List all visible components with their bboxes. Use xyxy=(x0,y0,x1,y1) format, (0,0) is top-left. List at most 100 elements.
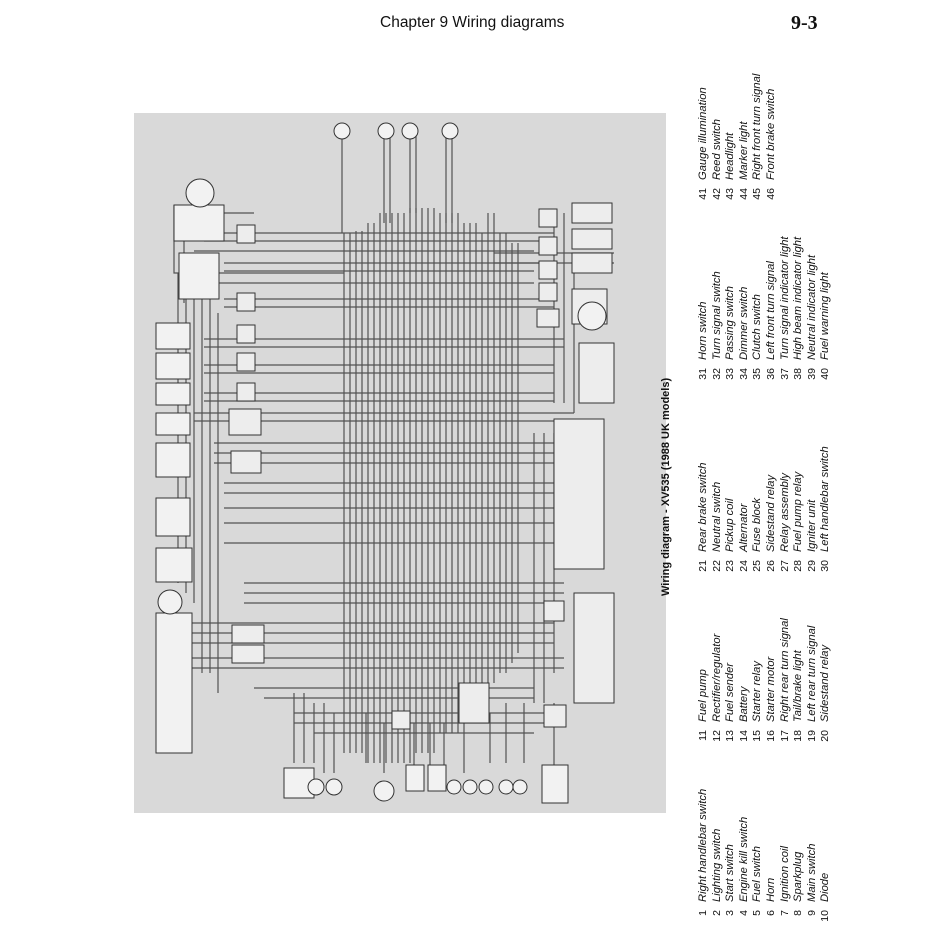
legend-item-label: Diode xyxy=(819,872,832,902)
legend-item-number: 12 xyxy=(710,730,723,742)
legend-item: 22 Neutral switch xyxy=(711,446,725,580)
legend-item: 29 Igniter unit xyxy=(806,446,820,580)
legend-item-label: Left front turn signal xyxy=(764,261,777,360)
legend-item-label: Horn switch xyxy=(697,301,709,360)
legend-item-number: 27 xyxy=(778,560,791,572)
legend-item-label: Turn signal indicator light xyxy=(778,236,791,360)
legend-item-number: 37 xyxy=(778,368,791,380)
legend-item: 25 Fuse block xyxy=(751,446,765,580)
legend-item: 11 Fuel pump xyxy=(697,618,711,750)
legend-item-number: 11 xyxy=(697,730,709,741)
legend-item-number: 3 xyxy=(724,910,737,916)
legend-item-number: 31 xyxy=(697,368,709,380)
page-number: 9-3 xyxy=(791,12,818,34)
legend-item: 43 Headlight xyxy=(724,74,738,208)
legend-item-number: 45 xyxy=(751,188,764,200)
legend-item-label: Neutral switch xyxy=(710,481,723,552)
legend-item-number: 42 xyxy=(710,188,723,200)
legend-item-label: Fuel pump xyxy=(697,669,709,722)
legend-item: 3 Start switch xyxy=(724,789,738,930)
legend-item-number: 40 xyxy=(819,368,832,380)
legend-item-label: Headlight xyxy=(724,132,737,180)
legend-item-number: 4 xyxy=(737,910,750,916)
legend-item-number: 41 xyxy=(697,188,709,200)
legend-item-number: 36 xyxy=(764,368,777,380)
legend-item-label: Right front turn signal xyxy=(751,73,764,180)
legend-item-number: 17 xyxy=(778,730,791,742)
legend-item: 45 Right front turn signal xyxy=(751,74,765,208)
legend-item-number: 43 xyxy=(724,188,737,200)
legend-item-number: 39 xyxy=(805,368,818,380)
legend-item-number: 18 xyxy=(792,730,805,742)
legend-item-label: Sparkplug xyxy=(792,851,805,902)
legend-item-label: Sidestand relay xyxy=(764,474,777,552)
legend-item-number: 44 xyxy=(737,188,750,200)
legend-item-number: 38 xyxy=(792,368,805,380)
legend-item: 16 Starter motor xyxy=(765,618,779,750)
legend-item-label: Tail/brake light xyxy=(792,650,805,722)
legend-item: 20 Sidestand relay xyxy=(819,618,833,750)
legend-item-label: Fuel switch xyxy=(751,846,764,902)
legend-item-number: 16 xyxy=(764,730,777,742)
legend-item-label: Igniter unit xyxy=(805,499,818,552)
legend-item-number: 19 xyxy=(805,730,818,742)
legend-item-label: Fuse block xyxy=(751,497,764,552)
legend-item-number: 23 xyxy=(724,560,737,572)
legend-item: 37 Turn signal indicator light xyxy=(779,236,793,388)
legend-item-label: Sidestand relay xyxy=(819,644,832,722)
legend-item-label: Fuel pump relay xyxy=(792,471,805,552)
legend-item: 41 Gauge illumination xyxy=(697,74,711,208)
legend-item-number: 35 xyxy=(751,368,764,380)
legend-item-number: 29 xyxy=(805,560,818,572)
legend-item-label: Reed switch xyxy=(710,119,723,180)
legend-item-label: Main switch xyxy=(805,843,818,902)
legend-item-label: Left handlebar switch xyxy=(819,446,832,552)
legend-item-label: Fuel warning light xyxy=(819,272,832,360)
legend-item-label: Right rear turn signal xyxy=(778,618,791,722)
legend-item-number: 25 xyxy=(751,560,764,572)
legend-item-number: 33 xyxy=(724,368,737,380)
legend-item: 36 Left front turn signal xyxy=(765,236,779,388)
legend-item-number: 13 xyxy=(724,730,737,742)
legend-item-number: 46 xyxy=(764,188,777,200)
legend-item-label: Lighting switch xyxy=(710,828,723,902)
legend-item-number: 9 xyxy=(805,910,818,916)
legend-item-label: Dimmer switch xyxy=(737,286,750,360)
legend-item-label: Fuel sender xyxy=(724,662,737,722)
legend-item-number: 2 xyxy=(710,910,723,916)
legend-item-label: Front brake switch xyxy=(764,88,777,180)
legend-item: 31 Horn switch xyxy=(697,236,711,388)
legend-item-number: 30 xyxy=(819,560,832,572)
legend-item-number: 20 xyxy=(819,730,832,742)
legend-item-label: Start switch xyxy=(724,844,737,902)
wiring-diagram xyxy=(134,113,666,813)
legend-item-label: Starter motor xyxy=(764,656,777,722)
chapter-title: Chapter 9 Wiring diagrams xyxy=(380,14,565,31)
legend-item: 46 Front brake switch xyxy=(765,74,779,208)
diagram-title: Wiring diagram - XV535 (1988 UK models) xyxy=(660,377,672,596)
legend-item: 9 Main switch xyxy=(806,789,820,930)
legend-item-number: 22 xyxy=(710,560,723,572)
legend-item: 42 Reed switch xyxy=(711,74,725,208)
legend-item-label: Gauge illumination xyxy=(697,87,709,180)
legend-item-number: 6 xyxy=(764,910,777,916)
